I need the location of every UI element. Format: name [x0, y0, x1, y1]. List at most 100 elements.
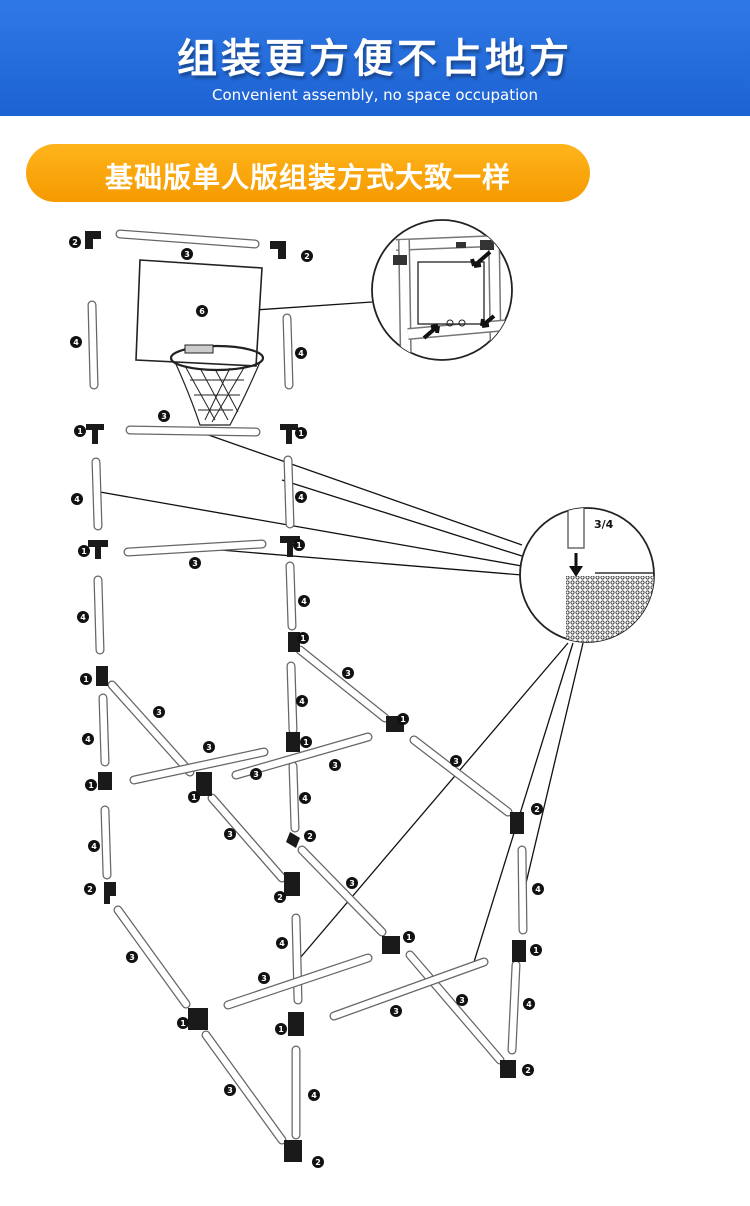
connectors	[85, 231, 526, 1162]
part-number-label: 4	[74, 495, 80, 504]
part-number-badge	[312, 1156, 324, 1168]
part-number-label: 3	[227, 1086, 233, 1095]
part-number-badge	[531, 803, 543, 815]
part-number-badge	[456, 994, 468, 1006]
part-number-label: 3	[459, 996, 465, 1005]
part-number-badge	[82, 733, 94, 745]
part-number-badge	[224, 1084, 236, 1096]
part-number-badge	[177, 1017, 189, 1029]
part-number-label: 2	[534, 805, 540, 814]
pipes	[87, 229, 528, 1145]
part-number-badge	[403, 931, 415, 943]
part-number-label: 2	[525, 1066, 531, 1075]
part-number-badge	[88, 840, 100, 852]
part-number-label: 4	[526, 1000, 532, 1009]
part-number-label: 4	[535, 885, 541, 894]
part-number-label: 1	[77, 427, 83, 436]
part-number-badge	[293, 539, 305, 551]
part-number-label: 1	[278, 1025, 284, 1034]
header-title: 组装更方便不占地方	[177, 36, 573, 82]
part-number-badge	[304, 830, 316, 842]
part-number-label: 4	[301, 597, 307, 606]
part-number-badge	[300, 736, 312, 748]
part-number-label: 3	[453, 757, 459, 766]
part-number-badge	[397, 713, 409, 725]
part-number-label: 4	[302, 794, 308, 803]
part-number-label: 4	[299, 697, 305, 706]
part-number-label: 3	[261, 974, 267, 983]
part-number-label: 4	[311, 1091, 317, 1100]
part-number-badge	[158, 410, 170, 422]
part-number-badge	[74, 425, 86, 437]
hoop-net	[169, 344, 265, 426]
part-number-badge	[250, 768, 262, 780]
part-number-badge	[126, 951, 138, 963]
part-number-label: 2	[304, 252, 310, 261]
part-number-label: 3	[345, 669, 351, 678]
part-number-label: 4	[298, 349, 304, 358]
part-number-badge	[78, 545, 90, 557]
part-number-label: 4	[91, 842, 97, 851]
part-number-badge	[329, 759, 341, 771]
part-number-badge	[80, 673, 92, 685]
part-number-label: 1	[303, 738, 309, 747]
part-number-label: 3	[184, 250, 190, 259]
part-number-label: 1	[191, 793, 197, 802]
part-number-badge	[296, 695, 308, 707]
part-number-badge	[390, 1005, 402, 1017]
part-number-badge	[189, 557, 201, 569]
part-number-label: 3	[393, 1007, 399, 1016]
part-number-badge	[77, 611, 89, 623]
part-number-badge	[274, 891, 286, 903]
detail-right: 3/4	[519, 507, 655, 643]
part-number-label: 4	[80, 613, 86, 622]
part-number-badge	[203, 741, 215, 753]
part-number-badge	[224, 828, 236, 840]
part-number-badge	[85, 779, 97, 791]
part-number-label: 3	[156, 708, 162, 717]
part-number-label: 1	[83, 675, 89, 684]
part-number-badge	[308, 1089, 320, 1101]
part-number-badge	[299, 792, 311, 804]
part-number-label: 2	[307, 832, 313, 841]
part-number-badge	[532, 883, 544, 895]
part-number-badge	[70, 336, 82, 348]
part-labels: 2236443114411354413134143133311423242234…	[69, 236, 559, 1168]
part-number-label: 4	[298, 493, 304, 502]
part-number-label: 1	[300, 634, 306, 643]
part-number-badge	[295, 427, 307, 439]
part-number-label: 4	[73, 338, 79, 347]
part-number-label: 2	[315, 1158, 321, 1167]
part-number-label: 1	[400, 715, 406, 724]
part-number-badge	[530, 944, 542, 956]
part-number-label: 1	[180, 1019, 186, 1028]
part-number-label: 3	[161, 412, 167, 421]
header-subtitle: Convenient assembly, no space occupation	[212, 86, 538, 104]
part-number-label: 3	[253, 770, 259, 779]
note-pill: 基础版单人版组装方式大致一样	[26, 144, 590, 202]
part-number-badge	[196, 305, 208, 317]
detail-top	[371, 219, 513, 361]
part-number-badge	[69, 236, 81, 248]
part-number-label: 4	[85, 735, 91, 744]
part-number-label: 3	[192, 559, 198, 568]
part-number-label: 1	[296, 541, 302, 550]
part-number-badge	[346, 877, 358, 889]
part-number-label: 3	[332, 761, 338, 770]
part-number-badge	[258, 972, 270, 984]
part-number-label: 4	[279, 939, 285, 948]
part-number-badge	[153, 706, 165, 718]
part-number-badge	[298, 595, 310, 607]
part-number-label: 3	[227, 830, 233, 839]
part-number-label: 2	[72, 238, 78, 247]
header-banner: 组装更方便不占地方 Convenient assembly, no space …	[0, 0, 750, 116]
part-number-badge	[295, 491, 307, 503]
part-number-label: 1	[298, 429, 304, 438]
part-number-badge	[275, 1023, 287, 1035]
part-number-label: 3	[349, 879, 355, 888]
part-number-badge	[301, 250, 313, 262]
part-number-label: 6	[199, 307, 205, 316]
part-number-label: 1	[406, 933, 412, 942]
part-number-badge	[450, 755, 462, 767]
part-number-badge	[71, 493, 83, 505]
